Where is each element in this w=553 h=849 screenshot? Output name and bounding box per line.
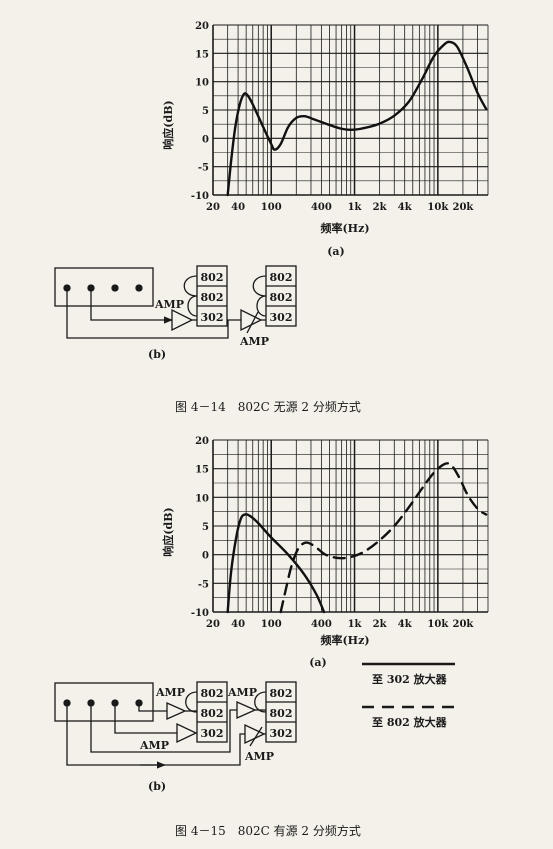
x-tick-label: 20 [206, 619, 220, 630]
x-tick-label: 10k [427, 619, 449, 630]
speaker-label: 802 [201, 271, 224, 284]
series-line-solid-0 [226, 40, 488, 197]
amp-label: AMP [155, 686, 185, 699]
x-tick-label: 40 [231, 619, 245, 630]
speaker-label: 802 [201, 707, 224, 720]
speaker-label: 802 [270, 687, 293, 700]
x-tick-label: 100 [261, 619, 282, 630]
x-tick-label: 4k [398, 619, 413, 630]
legend-solid-label: 至 302 放大器 [372, 672, 448, 686]
x-tick-label: 100 [261, 202, 282, 213]
speaker-label: 302 [270, 727, 293, 740]
amp-label: AMP [244, 750, 274, 763]
y-tick-label: 10 [195, 493, 209, 504]
x-tick-label: 10k [427, 202, 449, 213]
speaker-label: 802 [201, 687, 224, 700]
x-tick-label: 20k [452, 619, 474, 630]
x-tick-label: 1k [348, 619, 363, 630]
y-tick-label: 5 [202, 106, 209, 117]
chart-2-x-axis-label: 频率(Hz) [320, 633, 369, 647]
y-tick-label: -5 [198, 163, 209, 174]
passive-crossover-labels: 802 802 302 802 802 302 AMP AMP (b) 图 4－… [148, 271, 361, 414]
terminal-dot [135, 284, 143, 292]
speaker-label: 802 [270, 291, 293, 304]
amp-label: AMP [139, 739, 169, 752]
y-tick-label: 0 [202, 134, 209, 145]
amp-label: AMP [154, 298, 184, 311]
x-tick-label: 400 [311, 202, 332, 213]
chart-2-sublabel: (a) [309, 656, 327, 669]
active-crossover-diagram [54, 681, 297, 769]
amp-label: AMP [227, 686, 257, 699]
x-tick-label: 20 [206, 202, 220, 213]
speaker-label: 302 [201, 727, 224, 740]
x-tick-label: 1k [348, 202, 363, 213]
active-crossover-labels: 802 802 302 802 802 302 AMP AMP AMP AMP … [139, 686, 361, 838]
series-line-dashed-1 [279, 462, 488, 614]
amplifier-302-1-icon [176, 722, 198, 744]
y-tick-label: -10 [191, 191, 209, 202]
speaker-label: 302 [201, 311, 224, 324]
panel-b-label: (b) [148, 348, 166, 361]
figure-caption: 图 4－15 802C 有源 2 分频方式 [175, 823, 361, 838]
speaker-label: 802 [270, 707, 293, 720]
terminal-dot [111, 284, 119, 292]
chart-2-legend: 至 302 放大器 至 802 放大器 [362, 662, 455, 729]
panel-b-label: (b) [148, 780, 166, 793]
y-tick-label: 20 [195, 436, 209, 447]
y-tick-label: -5 [198, 579, 209, 590]
x-tick-label: 4k [398, 202, 413, 213]
series-line-solid-0 [226, 513, 326, 614]
y-tick-label: 10 [195, 78, 209, 89]
x-tick-label: 2k [373, 202, 388, 213]
speaker-label: 802 [270, 271, 293, 284]
y-tick-label: 15 [195, 49, 209, 60]
amplifier-1-icon [171, 308, 194, 332]
amplifier-802-1-icon [166, 701, 187, 721]
y-tick-label: 5 [202, 522, 209, 533]
y-tick-label: 0 [202, 551, 209, 562]
y-tick-label: 20 [195, 21, 209, 32]
chart-2-y-axis-label: 响应(dB) [161, 507, 175, 556]
figure-caption: 图 4－14 802C 无源 2 分频方式 [175, 399, 361, 414]
chart-1-y-axis-label: 响应(dB) [161, 100, 175, 149]
source-box [54, 267, 154, 307]
amp-label: AMP [239, 335, 269, 348]
y-tick-label: -10 [191, 608, 209, 619]
speaker-label: 802 [201, 291, 224, 304]
passive-crossover-diagram [54, 265, 297, 339]
x-tick-label: 400 [311, 619, 332, 630]
x-tick-label: 40 [231, 202, 245, 213]
x-tick-label: 2k [373, 619, 388, 630]
chart-1-x-axis-label: 频率(Hz) [320, 221, 369, 235]
amplifier-802-2-icon [236, 700, 257, 720]
source-box [54, 682, 154, 722]
y-tick-label: 15 [195, 465, 209, 476]
legend-dashed-label: 至 802 放大器 [372, 715, 448, 729]
chart-1-sublabel: (a) [327, 245, 345, 258]
x-tick-label: 20k [452, 202, 474, 213]
speaker-label: 302 [270, 311, 293, 324]
